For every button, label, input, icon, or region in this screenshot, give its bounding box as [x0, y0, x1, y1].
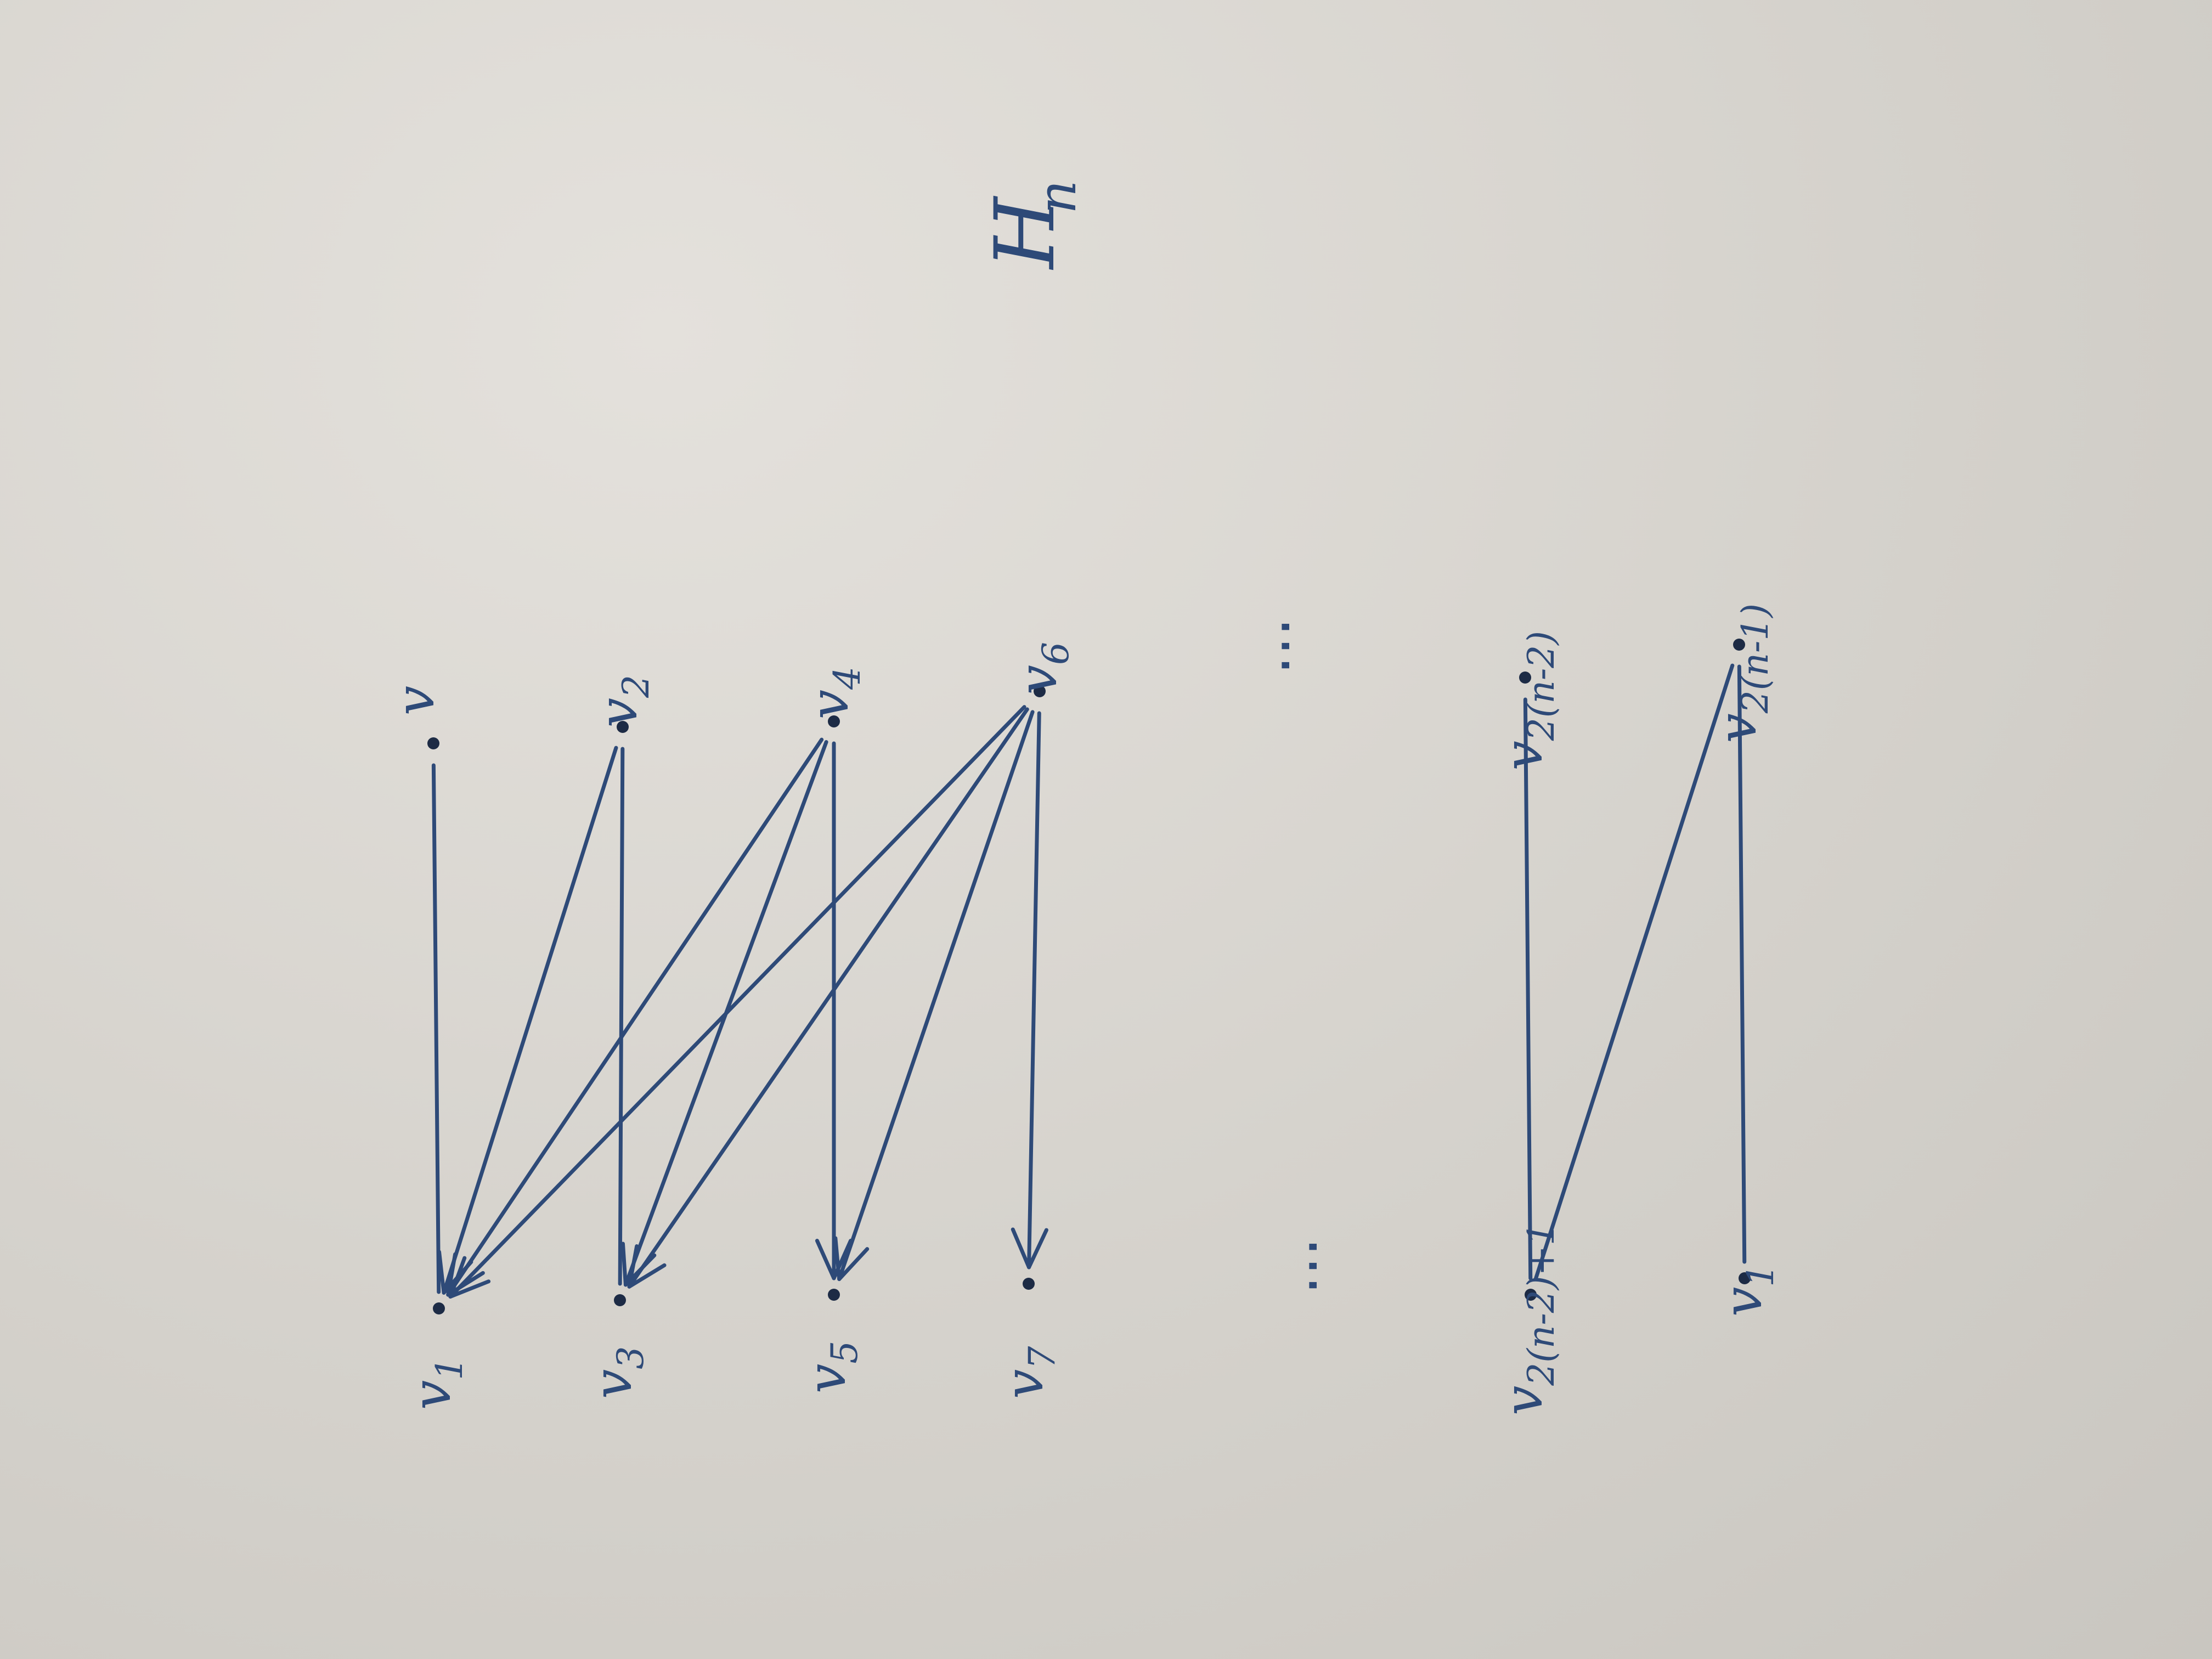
- vertices-layer: [427, 639, 1751, 1314]
- edge-v4-v1: [446, 737, 824, 1297]
- edge-v2n2-v2n2p1: [1523, 697, 1533, 1280]
- edge-v6-v5: [833, 710, 1035, 1282]
- label-v1: v1: [401, 1357, 471, 1410]
- vertex-v4: [828, 715, 840, 727]
- label-v4: v4: [799, 667, 868, 719]
- label-v2: v2: [588, 675, 657, 727]
- label-v2n2: v2(n-2): [1493, 631, 1562, 771]
- vertex-vlast: [1739, 1272, 1751, 1284]
- edge-v6-v3: [627, 707, 1029, 1289]
- graph-title: H n: [978, 180, 1088, 270]
- vertex-v3: [614, 1294, 626, 1306]
- arrowhead: [1011, 1227, 1048, 1269]
- vertex-v2n2p1: [1525, 1289, 1537, 1301]
- arrowhead: [815, 1239, 853, 1280]
- edge-v2-v1: [437, 746, 618, 1295]
- arrowhead: [833, 1236, 870, 1282]
- graph-title-sub: n: [1026, 180, 1088, 214]
- vertex-v2n1: [1733, 639, 1745, 651]
- vertex-v5: [828, 1289, 840, 1301]
- label-v2n1: v2(n-1): [1707, 603, 1776, 743]
- vertex-v2n2: [1519, 672, 1531, 684]
- label-v: v: [385, 686, 446, 715]
- labels-layer: v v2 v4 v6 v2(n-2) v2(n-1) v1 v3 v5 v7 v2(n-2)+1 v1: [385, 603, 1782, 1415]
- arrowhead: [627, 1244, 667, 1289]
- label-v3: v3: [582, 1346, 652, 1399]
- vertex-v7: [1023, 1278, 1035, 1290]
- arrowhead: [448, 1256, 491, 1299]
- edges-layer: [431, 663, 1747, 1299]
- vertex-v1: [433, 1302, 445, 1314]
- vertex-v: [427, 737, 439, 749]
- edge-v4-v5: [815, 741, 853, 1280]
- label-v6: v6: [1007, 642, 1077, 695]
- label-v7: v7: [994, 1346, 1063, 1399]
- graph-title-main: H: [978, 195, 1073, 270]
- edge-v2n1-v2n2p1: [1533, 663, 1735, 1281]
- edge-v2n1-vlast: [1737, 664, 1747, 1264]
- vertex-v2: [617, 721, 629, 733]
- vertex-v6: [1034, 685, 1046, 697]
- edge-v-v1: [431, 763, 441, 1294]
- edge-v2-v3: [618, 747, 625, 1286]
- arrowhead: [446, 1252, 485, 1297]
- label-v2n2p1: v2(n-2)+1: [1493, 1222, 1562, 1415]
- label-vlast: v1: [1712, 1264, 1782, 1317]
- label-v5: v5: [796, 1341, 866, 1393]
- edge-v6-v7: [1011, 711, 1048, 1269]
- ellipsis-bottom: ...: [1261, 1237, 1331, 1295]
- ellipsis-top: ...: [1233, 617, 1304, 675]
- edge-v6-v1: [448, 705, 1026, 1299]
